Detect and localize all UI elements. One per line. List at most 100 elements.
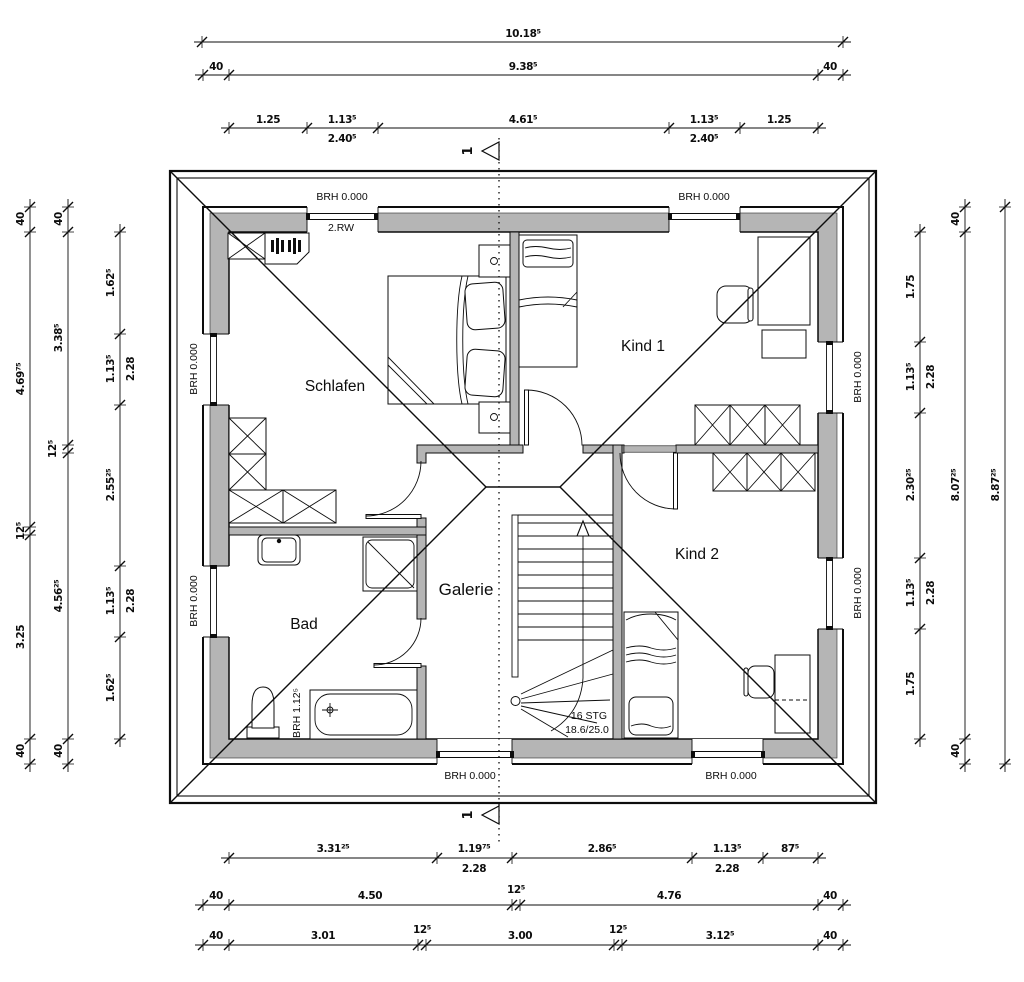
- bathtub: [309, 689, 418, 740]
- dim: 12⁵: [507, 884, 526, 896]
- dim: 1.13⁵: [105, 586, 117, 615]
- window-top-right: [668, 206, 741, 233]
- dim: 1.13⁵: [328, 114, 357, 126]
- dim: 40: [823, 890, 837, 902]
- section-marker-bottom-icon: [480, 805, 500, 825]
- dim: 1.13⁵: [105, 354, 117, 383]
- dim: 2.86⁵: [588, 843, 617, 855]
- dim: 1.19⁷⁵: [458, 843, 492, 855]
- dim-right-overall: 8.87²⁵: [990, 468, 1002, 502]
- dimensions-left: 40 4.69⁷⁵ 12⁵ 3.25 40 40 3.38⁵ 12⁵ 4.56²…: [15, 199, 137, 772]
- dim-sub: 2.40⁵: [328, 133, 357, 145]
- desk-kind2: [774, 654, 811, 734]
- room-label-schlafen: Schlafen: [305, 378, 365, 395]
- dim: 12⁵: [413, 924, 432, 936]
- dim: 40: [15, 212, 27, 226]
- dim-sub: 2.28: [125, 589, 137, 613]
- roof-outline: [168, 169, 878, 805]
- dim: 1.62⁵: [105, 673, 117, 702]
- dim: 40: [209, 61, 223, 73]
- windows: [202, 206, 844, 765]
- window-left-lower: [202, 565, 230, 638]
- dim: 12⁵: [15, 521, 27, 540]
- dim: 4.69⁷⁵: [15, 362, 27, 396]
- dim: 1.13⁵: [690, 114, 719, 126]
- dim-sub: 2.28: [925, 581, 937, 605]
- stair-handrail: [511, 514, 519, 678]
- bathroom-fixtures: [246, 534, 418, 740]
- dim-sub: 2.28: [462, 863, 486, 875]
- chair-kind2: [747, 665, 775, 699]
- dim: 2.30²⁵: [905, 468, 917, 502]
- room-label-kind2: Kind 2: [675, 546, 719, 563]
- radiator-bars-icon: [271, 238, 301, 254]
- window-right-lower: [817, 557, 844, 630]
- wardrobe-kind2: [712, 452, 816, 492]
- dimensions-top: 10.18⁵ 40 9.38⁵ 40 1.25 1.13⁵ 4.61⁵ 1.13…: [194, 28, 851, 145]
- doors: [365, 389, 678, 668]
- room-label-kind1: Kind 1: [621, 338, 665, 355]
- dim: 3.00: [508, 930, 532, 942]
- dim: 1.25: [256, 114, 280, 126]
- dim: 3.25: [15, 625, 27, 649]
- section-number-bottom: 1: [461, 810, 476, 819]
- dim: 4.61⁵: [509, 114, 538, 126]
- interior-walls: [228, 231, 819, 740]
- dim-sub: 2.40⁵: [690, 133, 719, 145]
- door-kind2: [619, 452, 678, 510]
- second-rescue-label: 2.RW: [328, 222, 354, 234]
- dim: 12⁵: [47, 439, 59, 458]
- furniture-kind2: [623, 452, 816, 739]
- window-left-upper: [202, 333, 230, 406]
- annotations: BRH 0.000 BRH 0.000 BRH 0.000 BRH 0.000 …: [188, 191, 864, 782]
- dim: 40: [53, 212, 65, 226]
- brh-label: BRH 0.000: [852, 351, 864, 403]
- dim: 4.50: [358, 890, 382, 902]
- dim: 1.62⁵: [105, 268, 117, 297]
- brh-label: BRH 0.000: [852, 567, 864, 619]
- dim: 1.75: [905, 672, 917, 696]
- dimensions-right: 1.75 1.13⁵ 2.30²⁵ 1.13⁵ 1.75 2.28 2.28 4…: [905, 199, 1011, 772]
- door-schlafen: [365, 460, 422, 519]
- dim: 1.75: [905, 275, 917, 299]
- dim: 1.13⁵: [905, 578, 917, 607]
- brh-label: BRH 0.000: [444, 770, 496, 782]
- brh-label: BRH 0.000: [705, 770, 757, 782]
- dim: 3.38⁵: [53, 323, 65, 352]
- window-right-upper: [817, 341, 844, 414]
- door-kind1: [524, 389, 583, 446]
- room-label-bad: Bad: [290, 616, 318, 633]
- furniture-schlafen: [227, 232, 511, 524]
- stair-newel-post: [510, 696, 521, 706]
- dim: 40: [209, 890, 223, 902]
- dim: 8.07²⁵: [950, 468, 962, 502]
- window-top-left: [306, 206, 379, 233]
- stairs: [510, 514, 614, 738]
- window-bottom-left: [436, 739, 514, 765]
- section-number-top: 1: [461, 146, 476, 155]
- brh-label: BRH 0.000: [188, 343, 200, 395]
- dim: 40: [823, 61, 837, 73]
- section-marker-top-icon: [480, 141, 500, 161]
- brh-label: BRH 0.000: [678, 191, 730, 203]
- toilet: [246, 686, 280, 739]
- brh-label: BRH 0.000: [316, 191, 368, 203]
- dim: 40: [950, 744, 962, 758]
- dim: 40: [53, 744, 65, 758]
- brh-bathtub-label: BRH 1.12⁵: [291, 688, 303, 738]
- dim: 3.12⁵: [706, 930, 735, 942]
- sink: [257, 534, 301, 566]
- room-labels: Schlafen Kind 1 Kind 2 Bad Galerie: [290, 338, 719, 633]
- dim-sub: 2.28: [925, 365, 937, 389]
- roof-diagonals: [170, 171, 876, 803]
- window-bottom-right: [691, 739, 765, 765]
- wardrobe-kind1: [694, 404, 801, 446]
- dim: 2.55²⁵: [105, 468, 117, 502]
- wardrobe-schlafen: [228, 417, 337, 524]
- dim: 9.38⁵: [509, 61, 538, 73]
- nightstand: [478, 244, 511, 278]
- dim: 1.13⁵: [713, 843, 742, 855]
- dim-sub: 2.28: [715, 863, 739, 875]
- stair-up-arrow-icon: [576, 519, 590, 537]
